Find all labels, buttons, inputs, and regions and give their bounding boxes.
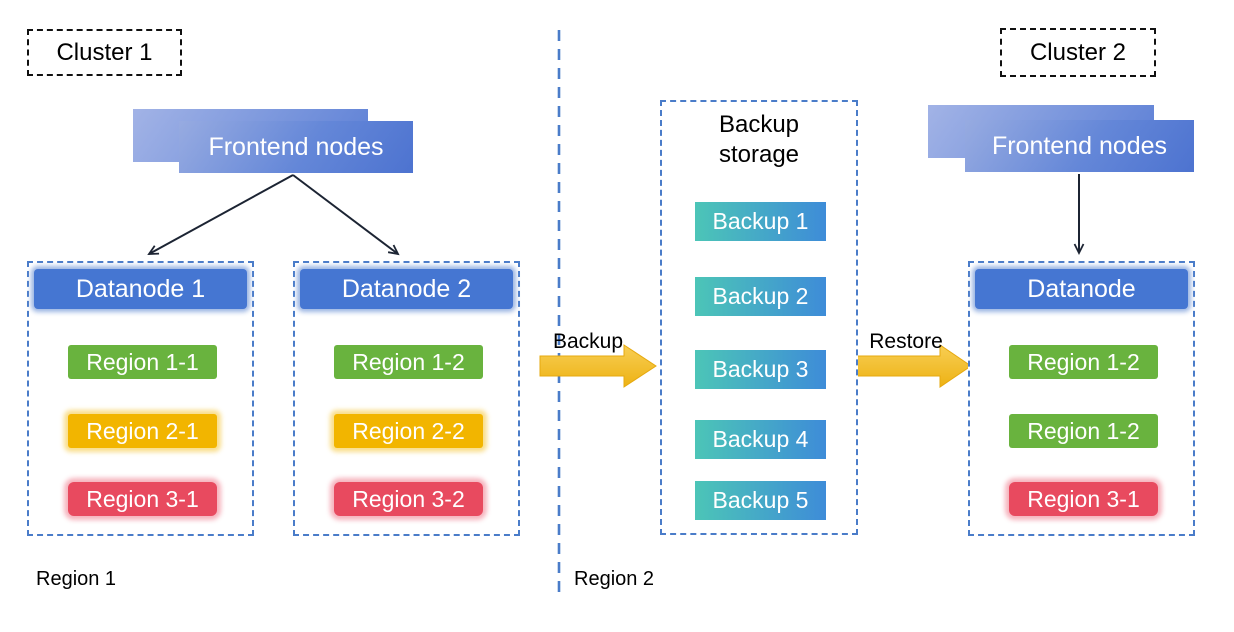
backup-item-1: Backup 1 bbox=[695, 202, 826, 241]
backup-storage-title: Backup storage bbox=[718, 111, 800, 168]
region-2-1: Region 2-1 bbox=[68, 414, 217, 448]
datanode2-container: Datanode 2 Region 1-2 Region 2-2 Region … bbox=[293, 261, 520, 536]
restore-flow-label: Restore bbox=[869, 330, 943, 353]
cluster2-label-box: Cluster 2 bbox=[1000, 28, 1156, 77]
backup-item-5: Backup 5 bbox=[695, 481, 826, 520]
region2-zone-label: Region 2 bbox=[574, 568, 655, 590]
frontend-to-datanode1-arrow bbox=[147, 174, 294, 255]
restored-region-1-2-b: Region 1-2 bbox=[1009, 414, 1158, 448]
restored-region-3-1: Region 3-1 bbox=[1009, 482, 1158, 516]
cluster2-frontend-nodes: Frontend nodes bbox=[965, 120, 1194, 172]
frontend-to-datanode2-arrow bbox=[292, 174, 400, 256]
backup-flow-label: Backup bbox=[552, 330, 624, 353]
region-3-2: Region 3-2 bbox=[334, 482, 483, 516]
datanode1-container: Datanode 1 Region 1-1 Region 2-1 Region … bbox=[27, 261, 254, 536]
cluster2-frontend-label: Frontend nodes bbox=[991, 131, 1168, 160]
region-1-2: Region 1-2 bbox=[334, 345, 483, 379]
cluster1-frontend-label: Frontend nodes bbox=[208, 132, 384, 161]
backup-storage-container: Backup storage Backup 1 Backup 2 Backup … bbox=[660, 100, 858, 535]
cluster1-label-box: Cluster 1 bbox=[27, 29, 182, 76]
datanode1-header: Datanode 1 bbox=[34, 269, 247, 309]
region-1-1: Region 1-1 bbox=[68, 345, 217, 379]
cluster2-label: Cluster 2 bbox=[1029, 38, 1127, 66]
restored-region-1-2-a: Region 1-2 bbox=[1009, 345, 1158, 379]
region-2-2: Region 2-2 bbox=[334, 414, 483, 448]
backup-item-2: Backup 2 bbox=[695, 277, 826, 316]
backup-item-4: Backup 4 bbox=[695, 420, 826, 459]
region1-zone-label: Region 1 bbox=[36, 568, 117, 590]
cluster1-label: Cluster 1 bbox=[56, 38, 153, 66]
cluster1-frontend-nodes: Frontend nodes bbox=[179, 121, 413, 173]
backup-item-3: Backup 3 bbox=[695, 350, 826, 389]
cluster2-datanode-container: Datanode Region 1-2 Region 1-2 Region 3-… bbox=[968, 261, 1195, 536]
region-3-1: Region 3-1 bbox=[68, 482, 217, 516]
cluster2-datanode-header: Datanode bbox=[975, 269, 1188, 309]
datanode2-header: Datanode 2 bbox=[300, 269, 513, 309]
